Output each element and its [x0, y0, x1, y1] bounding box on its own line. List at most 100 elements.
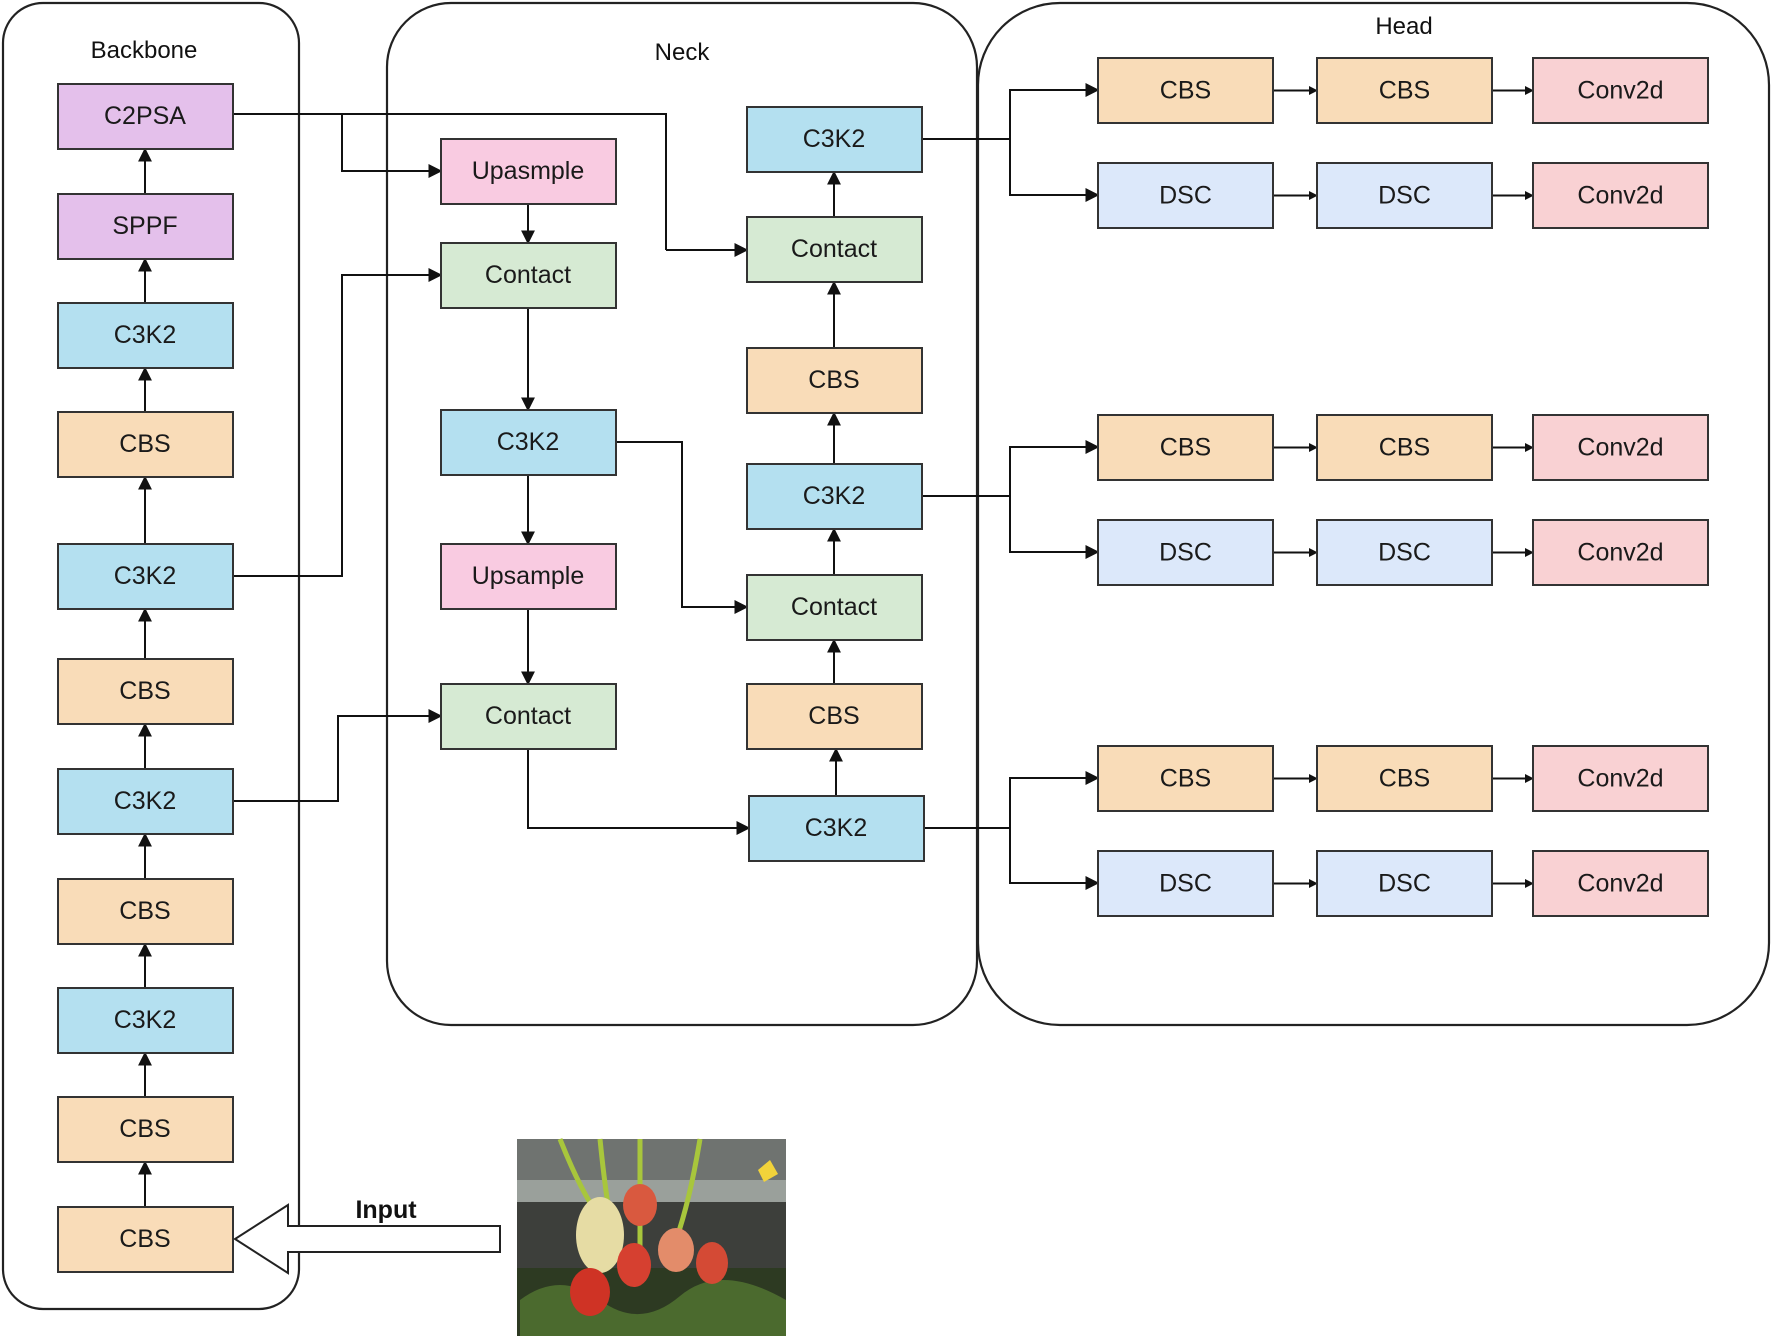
block-label: C3K2	[805, 814, 868, 842]
neck-contact-block: Contact	[440, 242, 617, 309]
block-label: Contact	[485, 702, 571, 730]
block-label: CBS	[808, 366, 859, 394]
head-cbs-block: CBS	[1097, 745, 1274, 812]
head-branch-arrow	[1009, 139, 1100, 202]
block-label: Contact	[791, 235, 877, 263]
block-label: DSC	[1159, 182, 1212, 210]
neck-output-c3k2-block: C3K2	[748, 795, 925, 862]
neck-contact-block: Contact	[746, 216, 923, 283]
neck-title: Neck	[655, 39, 711, 66]
head-conv2d-block: Conv2d	[1532, 519, 1709, 586]
neck-upsample-block: Upasmple	[440, 138, 617, 205]
head-dsc-block: DSC	[1097, 162, 1274, 229]
backbone-c2psa-block: C2PSA	[57, 83, 234, 150]
input-label: Input	[355, 1196, 417, 1224]
neck-output-c3k2-block: C3K2	[746, 463, 923, 530]
head-cbs-block: CBS	[1316, 414, 1493, 481]
block-label: DSC	[1378, 539, 1431, 567]
neck-skip-arrow	[616, 441, 749, 614]
head-branch-arrow	[1009, 440, 1100, 496]
block-label: C3K2	[114, 787, 177, 815]
head-dsc-block: DSC	[1316, 162, 1493, 229]
block-label: DSC	[1378, 182, 1431, 210]
backbone-c3k2-block: C3K2	[57, 302, 234, 369]
head-dsc-block: DSC	[1097, 850, 1274, 917]
block-label: CBS	[808, 702, 859, 730]
input-arrow: Input	[233, 1196, 501, 1275]
block-label: C3K2	[114, 321, 177, 349]
backbone-to-contact-arrow	[233, 268, 443, 577]
neck-output-c3k2-block: C3K2	[746, 106, 923, 173]
block-label: SPPF	[112, 212, 177, 240]
block-label: CBS	[1379, 77, 1430, 105]
head-conv2d-block: Conv2d	[1532, 162, 1709, 229]
backbone-cbs-block: CBS	[57, 878, 234, 945]
backbone-sppf-block: SPPF	[57, 193, 234, 260]
backbone-c3k2-block: C3K2	[57, 987, 234, 1054]
neck-contact-block: Contact	[440, 683, 617, 750]
head-branch-arrow	[1009, 828, 1100, 890]
block-label: Conv2d	[1577, 539, 1663, 567]
block-label: C3K2	[497, 428, 560, 456]
head-cbs-block: CBS	[1097, 414, 1274, 481]
backbone-cbs-block: CBS	[57, 658, 234, 725]
head-conv2d-block: Conv2d	[1532, 850, 1709, 917]
connections	[138, 83, 1534, 1207]
backbone-title: Backbone	[91, 37, 198, 64]
block-label: C3K2	[114, 562, 177, 590]
head-branch-arrow	[1009, 83, 1100, 139]
head-dsc-block: DSC	[1316, 519, 1493, 586]
block-label: CBS	[1379, 434, 1430, 462]
block-label: C2PSA	[104, 102, 186, 130]
block-label: CBS	[1160, 765, 1211, 793]
block-label: CBS	[1160, 77, 1211, 105]
backbone-cbs-block: CBS	[57, 1096, 234, 1163]
block-label: Conv2d	[1577, 765, 1663, 793]
neck-c3k2-block: C3K2	[440, 409, 617, 476]
backbone-cbs-block: CBS	[57, 411, 234, 478]
neck-contact-block: Contact	[746, 574, 923, 641]
head-conv2d-block: Conv2d	[1532, 745, 1709, 812]
neck-cbs-block: CBS	[746, 347, 923, 414]
block-label: C3K2	[803, 125, 866, 153]
backbone-input-cbs-block: CBS	[57, 1206, 234, 1273]
backbone-to-contact-arrow	[233, 709, 443, 802]
block-label: Conv2d	[1577, 77, 1663, 105]
block-label: CBS	[119, 1115, 170, 1143]
head-dsc-block: DSC	[1097, 519, 1274, 586]
backbone-c3k2-block: C3K2	[57, 768, 234, 835]
head-cbs-block: CBS	[1316, 57, 1493, 124]
block-label: C3K2	[803, 482, 866, 510]
block-label: Conv2d	[1577, 870, 1663, 898]
block-label: CBS	[119, 1225, 170, 1253]
backbone-c3k2-block: C3K2	[57, 543, 234, 610]
neck-cbs-block: CBS	[746, 683, 923, 750]
c2psa-skip-line	[233, 113, 667, 250]
input-image	[517, 1138, 786, 1336]
block-label: DSC	[1159, 870, 1212, 898]
head-cbs-block: CBS	[1316, 745, 1493, 812]
head-conv2d-block: Conv2d	[1532, 57, 1709, 124]
block-label: CBS	[1160, 434, 1211, 462]
neck-to-output-arrow	[527, 749, 751, 835]
head-conv2d-block: Conv2d	[1532, 414, 1709, 481]
block-label: DSC	[1159, 539, 1212, 567]
block-label: Contact	[485, 261, 571, 289]
neck-upsample-block: Upsample	[440, 543, 617, 610]
block-label: CBS	[119, 897, 170, 925]
c2psa-to-upsample-arrow	[341, 114, 443, 178]
block-label: Conv2d	[1577, 182, 1663, 210]
block-label: Upasmple	[472, 157, 585, 185]
block-label: Upsample	[472, 562, 585, 590]
block-label: CBS	[119, 430, 170, 458]
block-label: CBS	[1379, 765, 1430, 793]
block-label: Contact	[791, 593, 877, 621]
head-branch-arrow	[1009, 771, 1100, 828]
block-label: DSC	[1378, 870, 1431, 898]
head-branch-arrow	[1009, 496, 1100, 559]
block-label: CBS	[119, 677, 170, 705]
head-title: Head	[1375, 13, 1432, 40]
head-cbs-block: CBS	[1097, 57, 1274, 124]
